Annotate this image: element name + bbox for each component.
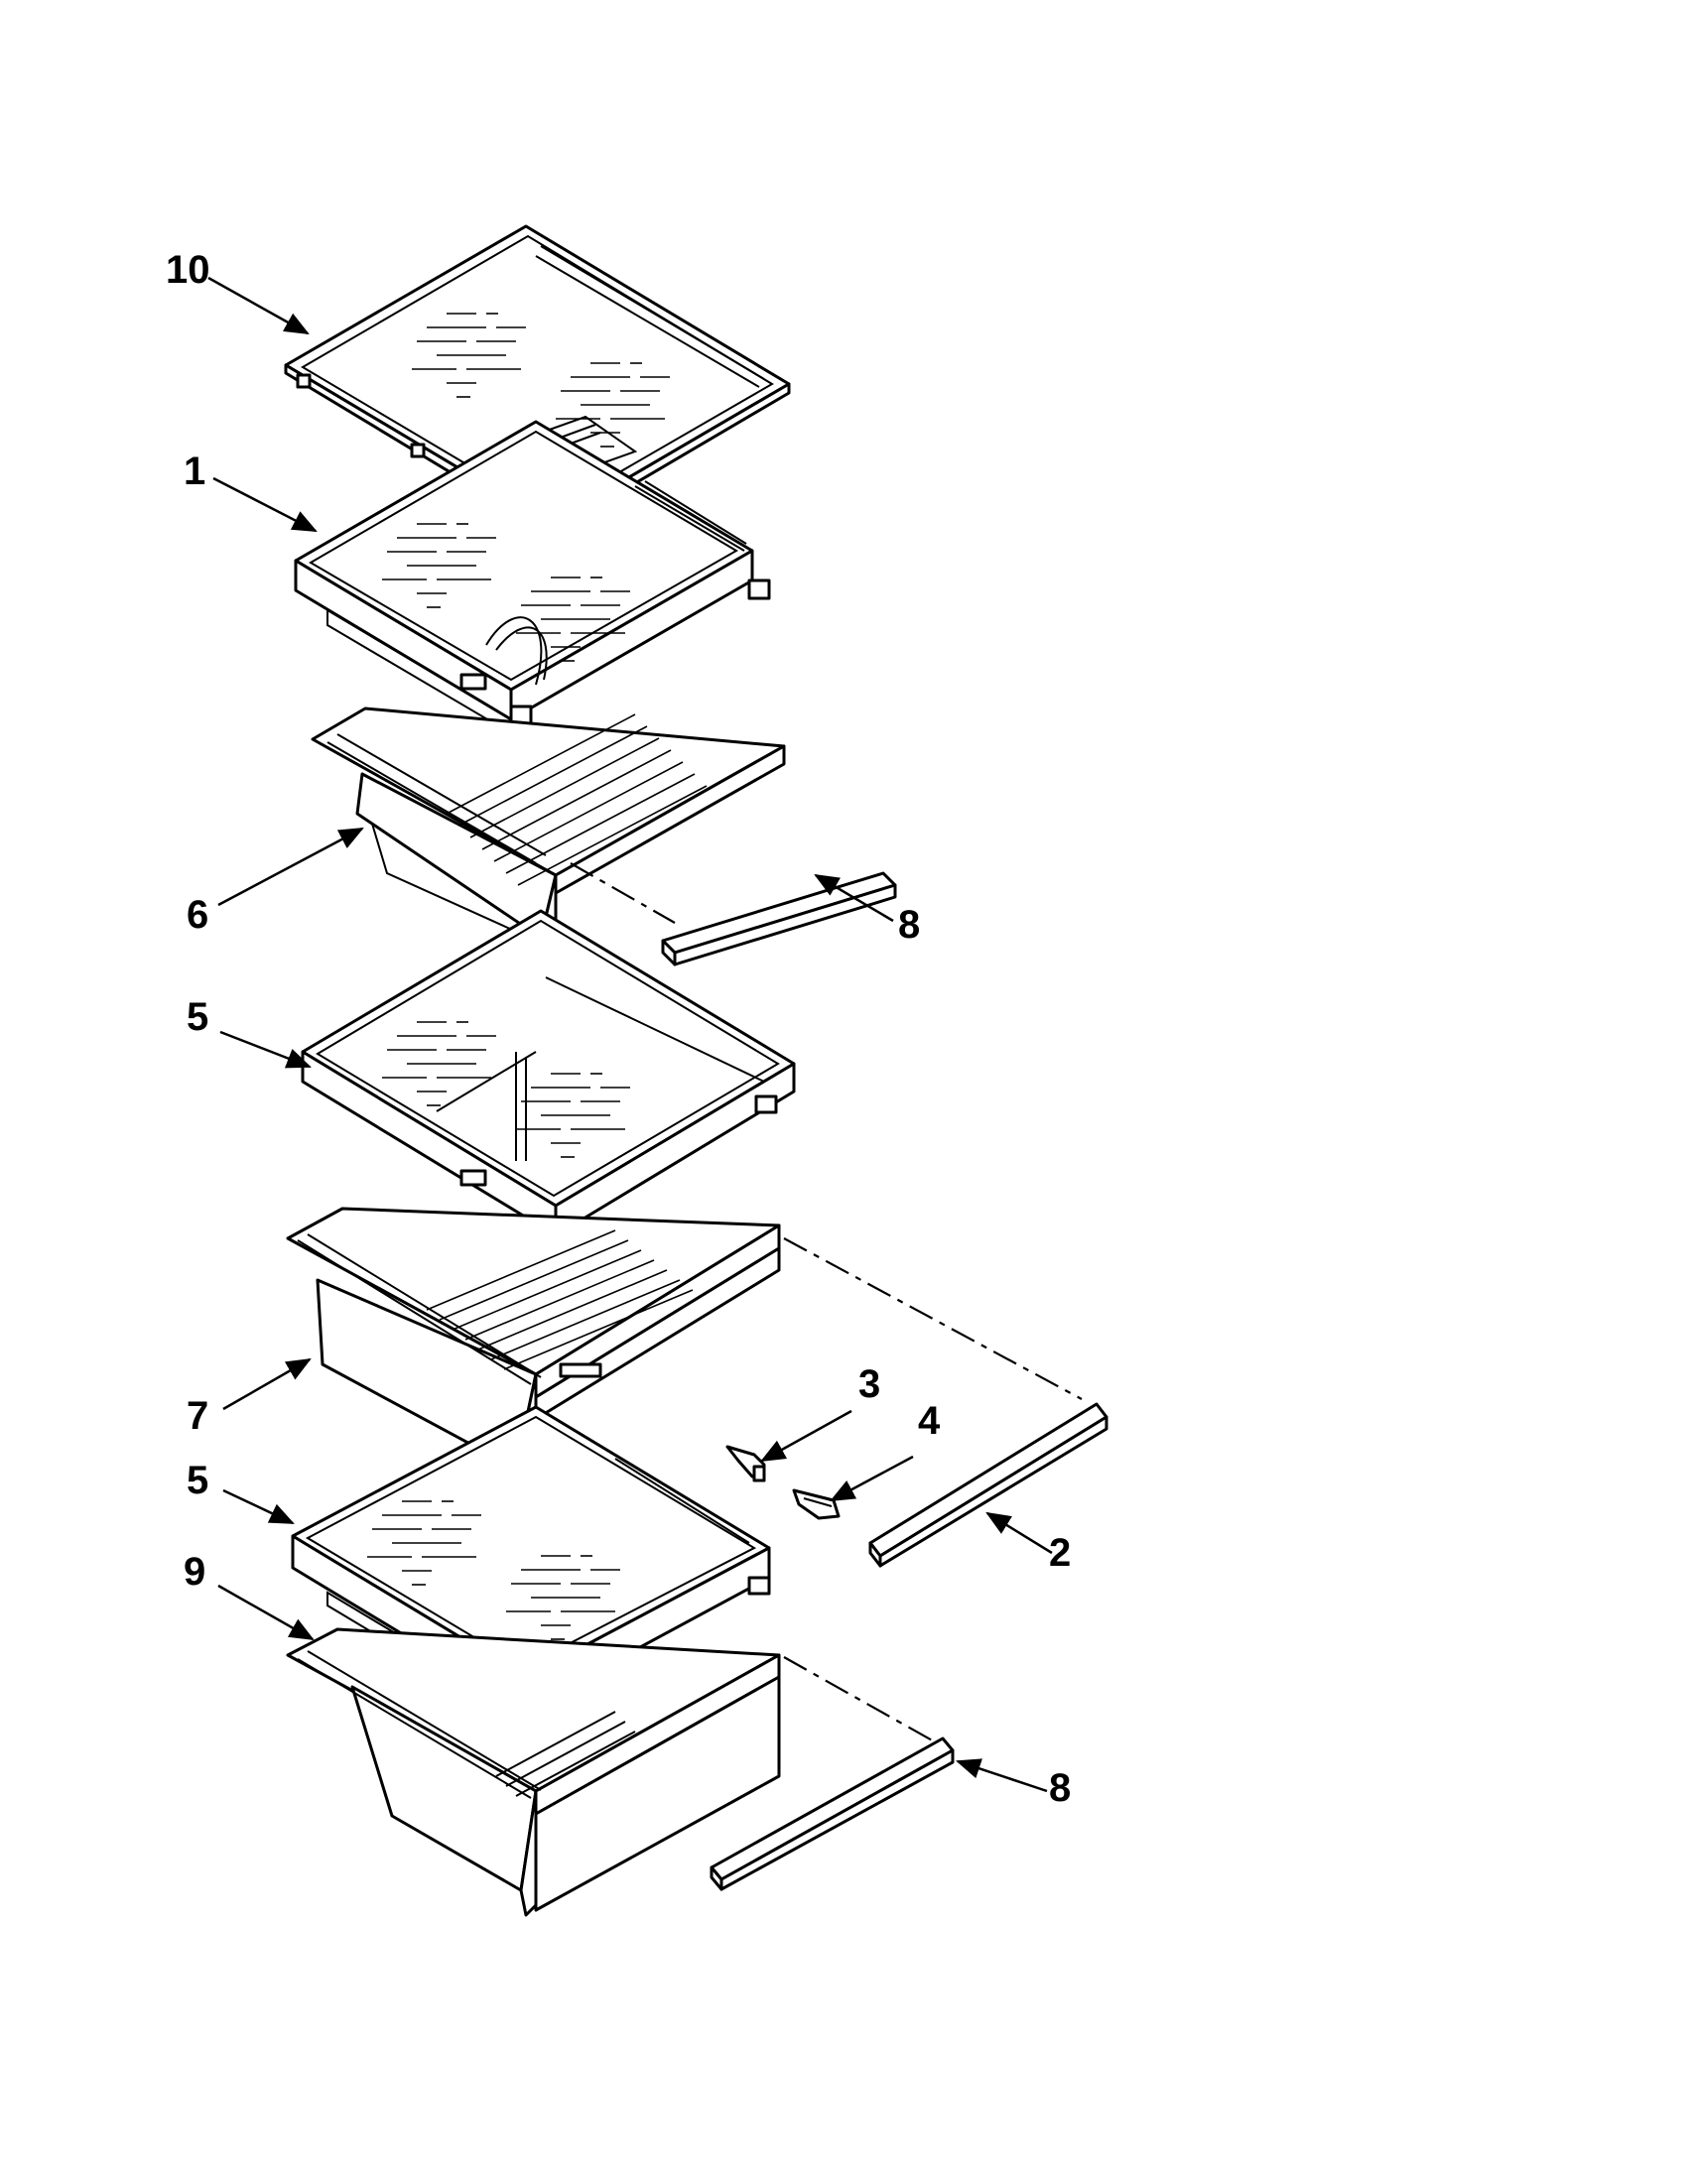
leader-7 <box>222 1357 312 1411</box>
callout-5-upper: 5 <box>187 995 208 1039</box>
callout-2: 2 <box>1049 1531 1071 1575</box>
leader-4 <box>830 1455 914 1502</box>
shelf-5-upper <box>301 909 796 1257</box>
callout-8-upper: 8 <box>898 903 920 947</box>
drawer-6 <box>311 707 786 957</box>
leader-3 <box>760 1409 852 1463</box>
shelf-1 <box>294 420 771 738</box>
callout-6: 6 <box>187 893 208 937</box>
callout-8-lower: 8 <box>1049 1766 1071 1810</box>
leader-8-upper <box>814 873 894 923</box>
drawer-7 <box>286 1207 781 1490</box>
leader-lines <box>207 276 1053 1793</box>
clip-3 <box>725 1445 766 1482</box>
leader-2 <box>985 1511 1053 1555</box>
callout-5-lower: 5 <box>187 1459 208 1502</box>
callout-10: 10 <box>166 248 210 292</box>
callout-4: 4 <box>918 1399 941 1443</box>
leader-8-lower <box>956 1758 1048 1793</box>
rail-2 <box>868 1402 1108 1568</box>
leader-10 <box>207 276 310 335</box>
leader-5-lower <box>222 1488 295 1525</box>
rail-8-upper <box>661 871 897 966</box>
callout-1: 1 <box>184 450 205 493</box>
clip-4 <box>792 1488 841 1520</box>
leader-1 <box>212 476 318 533</box>
leader-6 <box>217 827 364 907</box>
callout-labels: 10 1 6 8 5 3 4 7 5 2 9 8 <box>166 248 1071 1810</box>
callout-3: 3 <box>858 1362 880 1406</box>
rail-8-lower <box>710 1736 955 1891</box>
leader-9 <box>217 1584 315 1641</box>
callout-7: 7 <box>187 1394 208 1438</box>
callout-9: 9 <box>184 1550 205 1594</box>
leader-5-upper <box>219 1030 312 1069</box>
drawer-9 <box>286 1627 781 1917</box>
